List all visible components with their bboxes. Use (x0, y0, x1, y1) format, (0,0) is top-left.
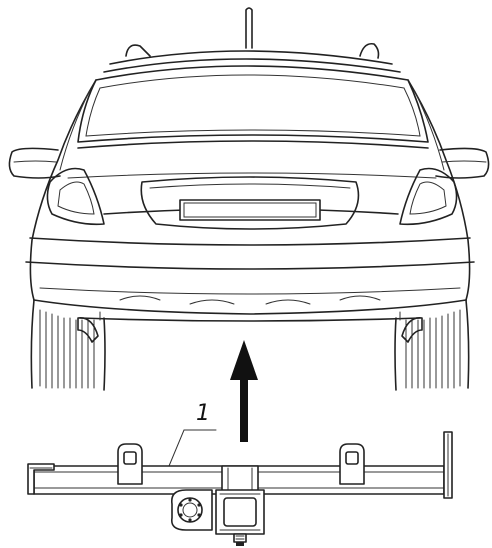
hitch-bolt (233, 533, 247, 546)
installation-arrow (230, 340, 258, 442)
beam-right-end (443, 431, 453, 499)
rear-bumper (25, 237, 475, 322)
callout-1-label: 1 (196, 401, 210, 426)
hitch-mount (215, 489, 265, 535)
roof (103, 42, 401, 73)
wheel-right (394, 299, 470, 391)
rear-window (77, 65, 429, 143)
tow-bar-assembly (27, 431, 453, 546)
side-mirror-right (435, 147, 490, 179)
car-rear-view (8, 7, 490, 391)
tail-light-left (46, 167, 105, 226)
antenna (245, 7, 253, 49)
mounting-bracket-right (339, 443, 365, 485)
side-mirror-left (8, 147, 61, 179)
beam-left-end (27, 463, 55, 495)
socket-ring-inner (182, 502, 198, 518)
body-sides (29, 79, 471, 301)
license-plate (179, 199, 321, 221)
wheel-left (30, 299, 106, 391)
tail-light-right (399, 167, 458, 226)
mounting-bracket-left (117, 443, 143, 485)
plate-recess (140, 176, 360, 230)
socket-plate (170, 489, 213, 531)
socket-ring-outer (177, 497, 203, 523)
